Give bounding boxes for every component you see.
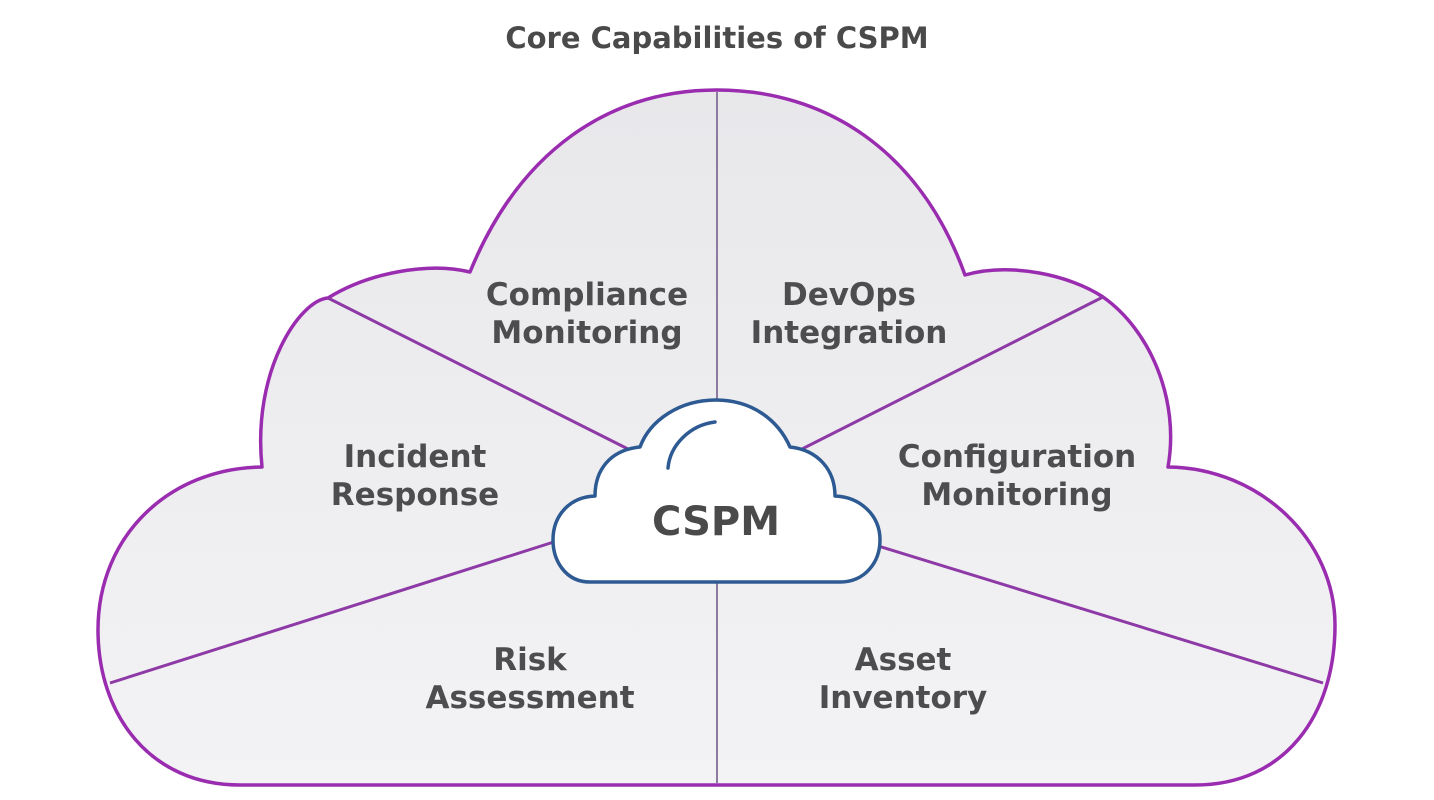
segment-label-line: Compliance bbox=[486, 277, 688, 313]
segment-risk-assessment: Risk Assessment bbox=[425, 642, 634, 716]
center-cloud: CSPM bbox=[551, 398, 882, 584]
segment-label-line: Assessment bbox=[425, 680, 634, 716]
divider-upper-right bbox=[799, 295, 1104, 452]
segment-label-line: Monitoring bbox=[491, 315, 682, 351]
segment-configuration-monitoring: Configuration Monitoring bbox=[898, 439, 1136, 513]
segment-label-line: Risk bbox=[493, 642, 568, 678]
segment-label-line: DevOps bbox=[782, 277, 916, 313]
segment-asset-inventory: Asset Inventory bbox=[819, 642, 988, 716]
segment-label-line: Integration bbox=[751, 315, 948, 351]
center-label: CSPM bbox=[652, 499, 780, 545]
segment-incident-response: Incident Response bbox=[331, 439, 499, 513]
divider-lower-right bbox=[874, 543, 1324, 685]
segment-label-line: Response bbox=[331, 477, 499, 513]
divider-lower-left bbox=[109, 538, 561, 685]
segment-compliance-monitoring: Compliance Monitoring bbox=[486, 277, 688, 351]
segment-label-line: Asset bbox=[855, 642, 952, 678]
diagram-title: Core Capabilities of CSPM bbox=[505, 21, 928, 55]
center-cloud-highlight-arc bbox=[666, 420, 717, 470]
segment-label-line: Inventory bbox=[819, 680, 988, 716]
segment-devops-integration: DevOps Integration bbox=[751, 277, 948, 351]
segment-label-line: Configuration bbox=[898, 439, 1136, 475]
segment-dividers bbox=[109, 92, 1324, 783]
divider-upper-left bbox=[327, 296, 631, 452]
center-cloud-shape bbox=[551, 398, 882, 584]
segment-label-line: Incident bbox=[344, 439, 487, 475]
segment-label-line: Monitoring bbox=[921, 477, 1112, 513]
